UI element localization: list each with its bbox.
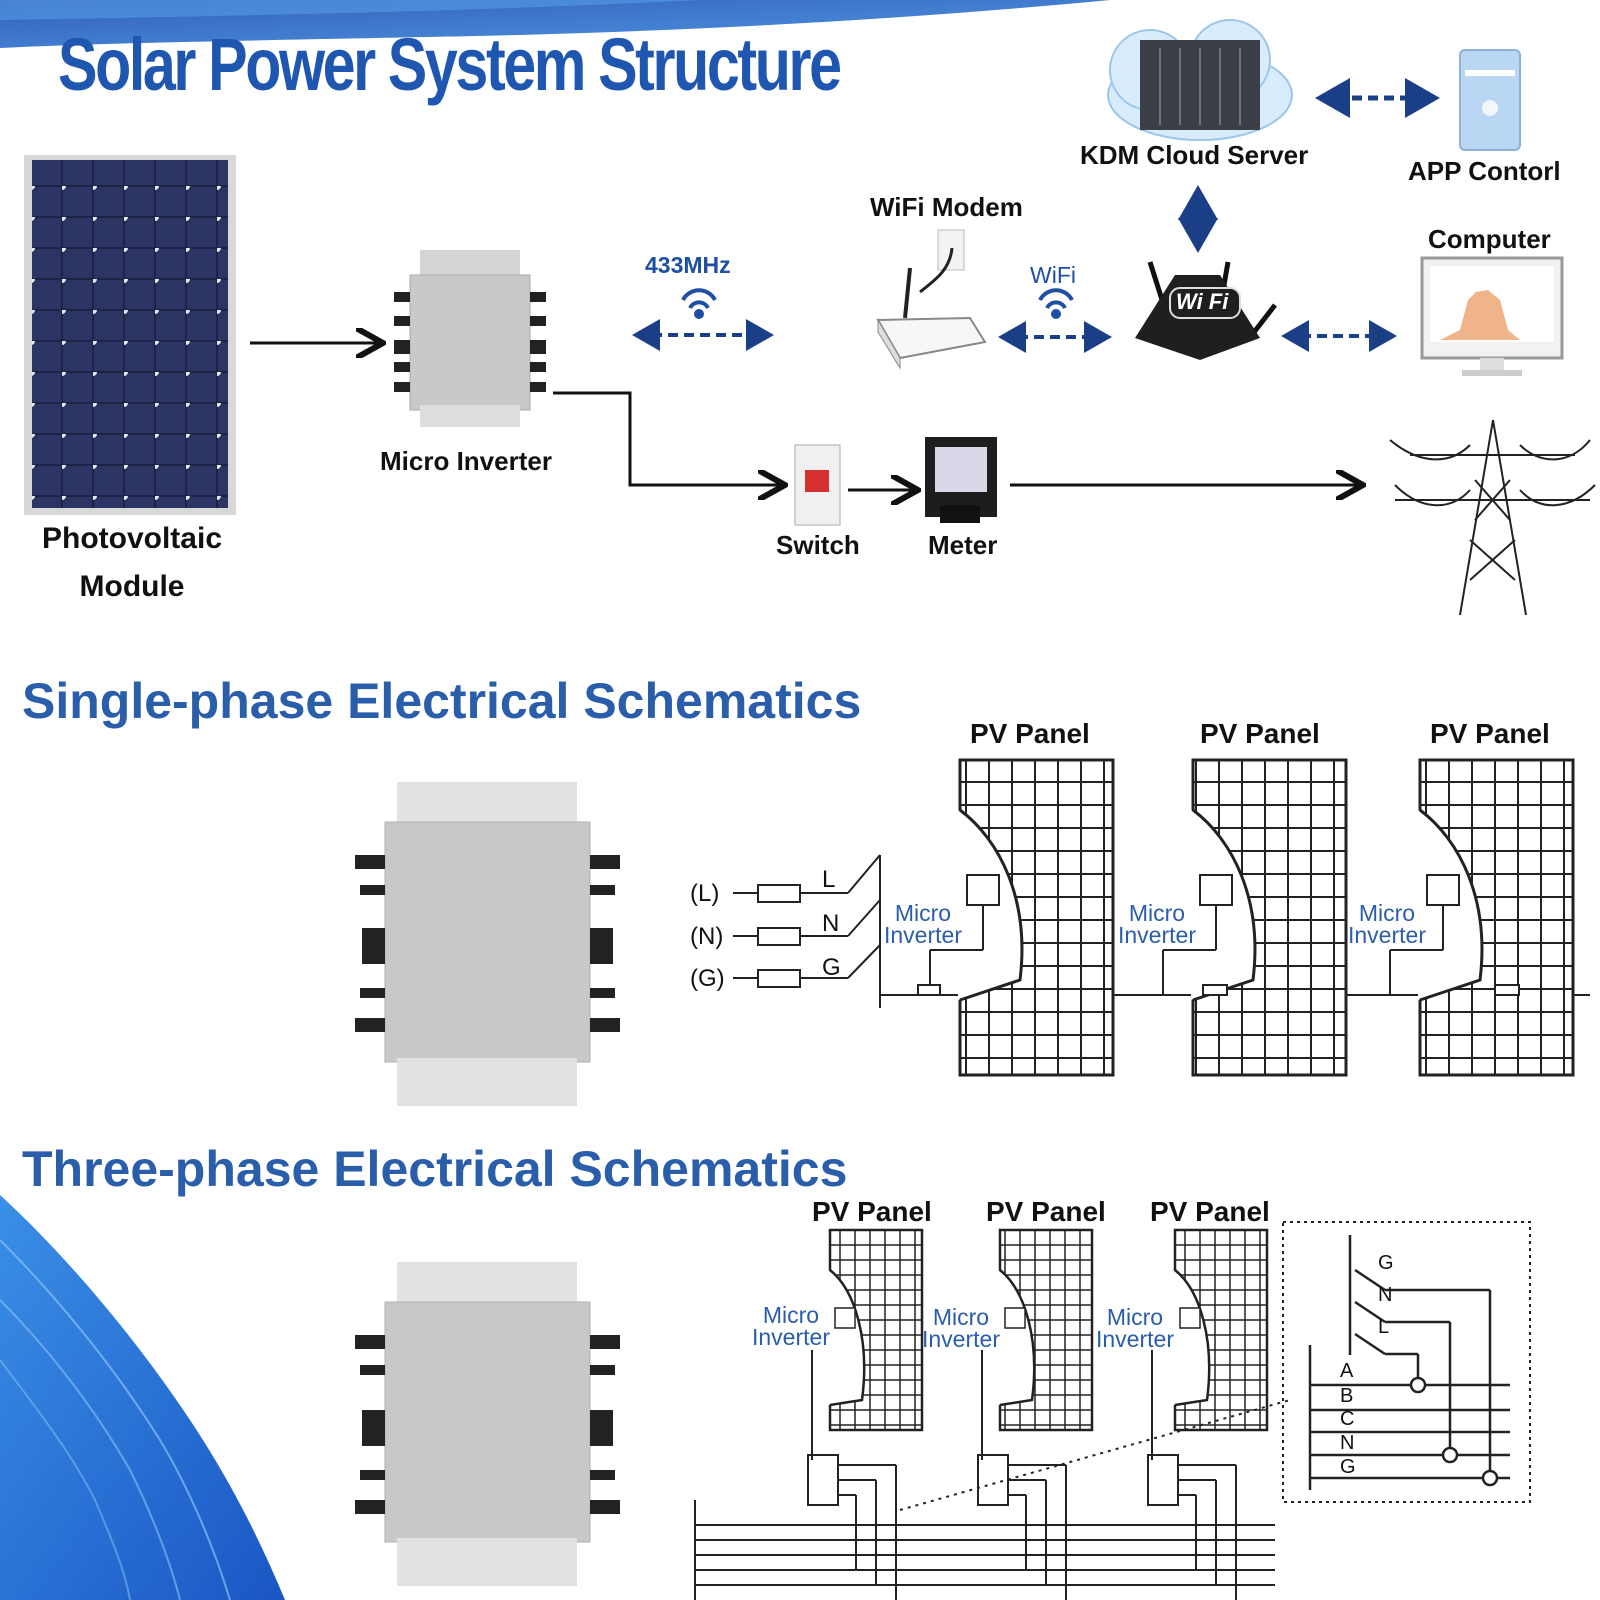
micro-inverter-image (394, 250, 546, 427)
pv-panel-label-2: PV Panel (1200, 718, 1320, 749)
pv-module-label-1: Photovoltaic (41, 522, 222, 555)
meter-label: Meter (928, 530, 998, 560)
wire-l: L (822, 866, 836, 893)
bus-label-b: B (1340, 1385, 1354, 1407)
switch-label: Switch (776, 530, 860, 560)
pv-panel-label-1: PV Panel (970, 718, 1090, 749)
computer-image (1420, 256, 1564, 376)
pv-panel-1 (917, 758, 1115, 1077)
bus-label-a: A (1340, 1360, 1354, 1382)
bus-label-c: C (1340, 1408, 1355, 1430)
mi-label-tp-3: Micro Inverter (1096, 1304, 1174, 1352)
wifi-modem-image (876, 229, 987, 370)
router-image (1135, 261, 1277, 360)
switch-image (794, 444, 841, 526)
inset-label-g: G (1378, 1252, 1394, 1274)
phone-image (1459, 49, 1521, 151)
pv-panel-label-3: PV Panel (1430, 718, 1550, 749)
pv-panel-tp-label-1: PV Panel (812, 1196, 932, 1227)
pv-panel-2 (1162, 758, 1348, 1077)
mi-label-tp-1: Micro Inverter (752, 1302, 830, 1350)
pv-panel-tp-label-2: PV Panel (986, 1196, 1106, 1227)
wifi-signal-icon-433 (681, 288, 717, 319)
terminal-n: (N) (690, 923, 724, 950)
meter-image (925, 437, 997, 523)
pv-panel-tp-1 (828, 1228, 924, 1432)
pv-panel-tp-label-3: PV Panel (1150, 1196, 1270, 1227)
bus-label-g: G (1340, 1456, 1356, 1478)
pv-module-label-2: Module (79, 570, 185, 603)
router-wifi-text: Wi Fi (1176, 289, 1229, 314)
pv-panel-tp-3 (1173, 1228, 1269, 1432)
structure-diagram (24, 19, 1596, 616)
pv-panel-tp-2 (998, 1228, 1094, 1432)
wifi-modem-label: WiFi Modem (870, 192, 1023, 222)
mi-label-sp-2: Micro Inverter (1118, 900, 1196, 948)
wire-g: G (822, 954, 841, 981)
line-inverter-to-switch (553, 391, 782, 485)
mi-label-tp-2: Micro Inverter (922, 1304, 1000, 1352)
micro-inverter-large-2 (355, 1262, 620, 1586)
page-title: Solar Power System Structure (58, 23, 842, 106)
terminal-l: (L) (690, 880, 720, 907)
terminal-g: (G) (690, 965, 725, 992)
freq-label: 433MHz (645, 252, 731, 278)
inset-label-n: N (1378, 1284, 1393, 1306)
wifi-label: WiFi (1030, 262, 1076, 288)
mi-label-sp-1: Micro Inverter (884, 900, 962, 948)
micro-inverter-label: Micro Inverter (380, 446, 552, 476)
pv-module-image (24, 155, 236, 515)
three-phase-wiring (694, 1350, 1275, 1600)
three-phase-title: Three-phase Electrical Schematics (22, 1141, 848, 1197)
inset-box (1282, 1221, 1531, 1503)
inset-label-l: L (1378, 1316, 1390, 1338)
wire-n: N (822, 910, 840, 937)
micro-inverter-large-1 (355, 782, 620, 1106)
mi-label-sp-3: Micro Inverter (1348, 900, 1426, 948)
cloud-server-label: KDM Cloud Server (1080, 140, 1309, 170)
cloud-server-image (1107, 19, 1293, 141)
power-tower-image (1389, 419, 1596, 616)
inset-wiring (1308, 1235, 1510, 1490)
app-control-label: APP Contorl (1408, 156, 1561, 186)
computer-label: Computer (1428, 224, 1551, 254)
single-phase-title: Single-phase Electrical Schematics (22, 673, 862, 729)
pv-panel-3 (1389, 758, 1575, 1077)
bus-label-n: N (1340, 1432, 1355, 1454)
wifi-signal-icon (1038, 288, 1074, 319)
